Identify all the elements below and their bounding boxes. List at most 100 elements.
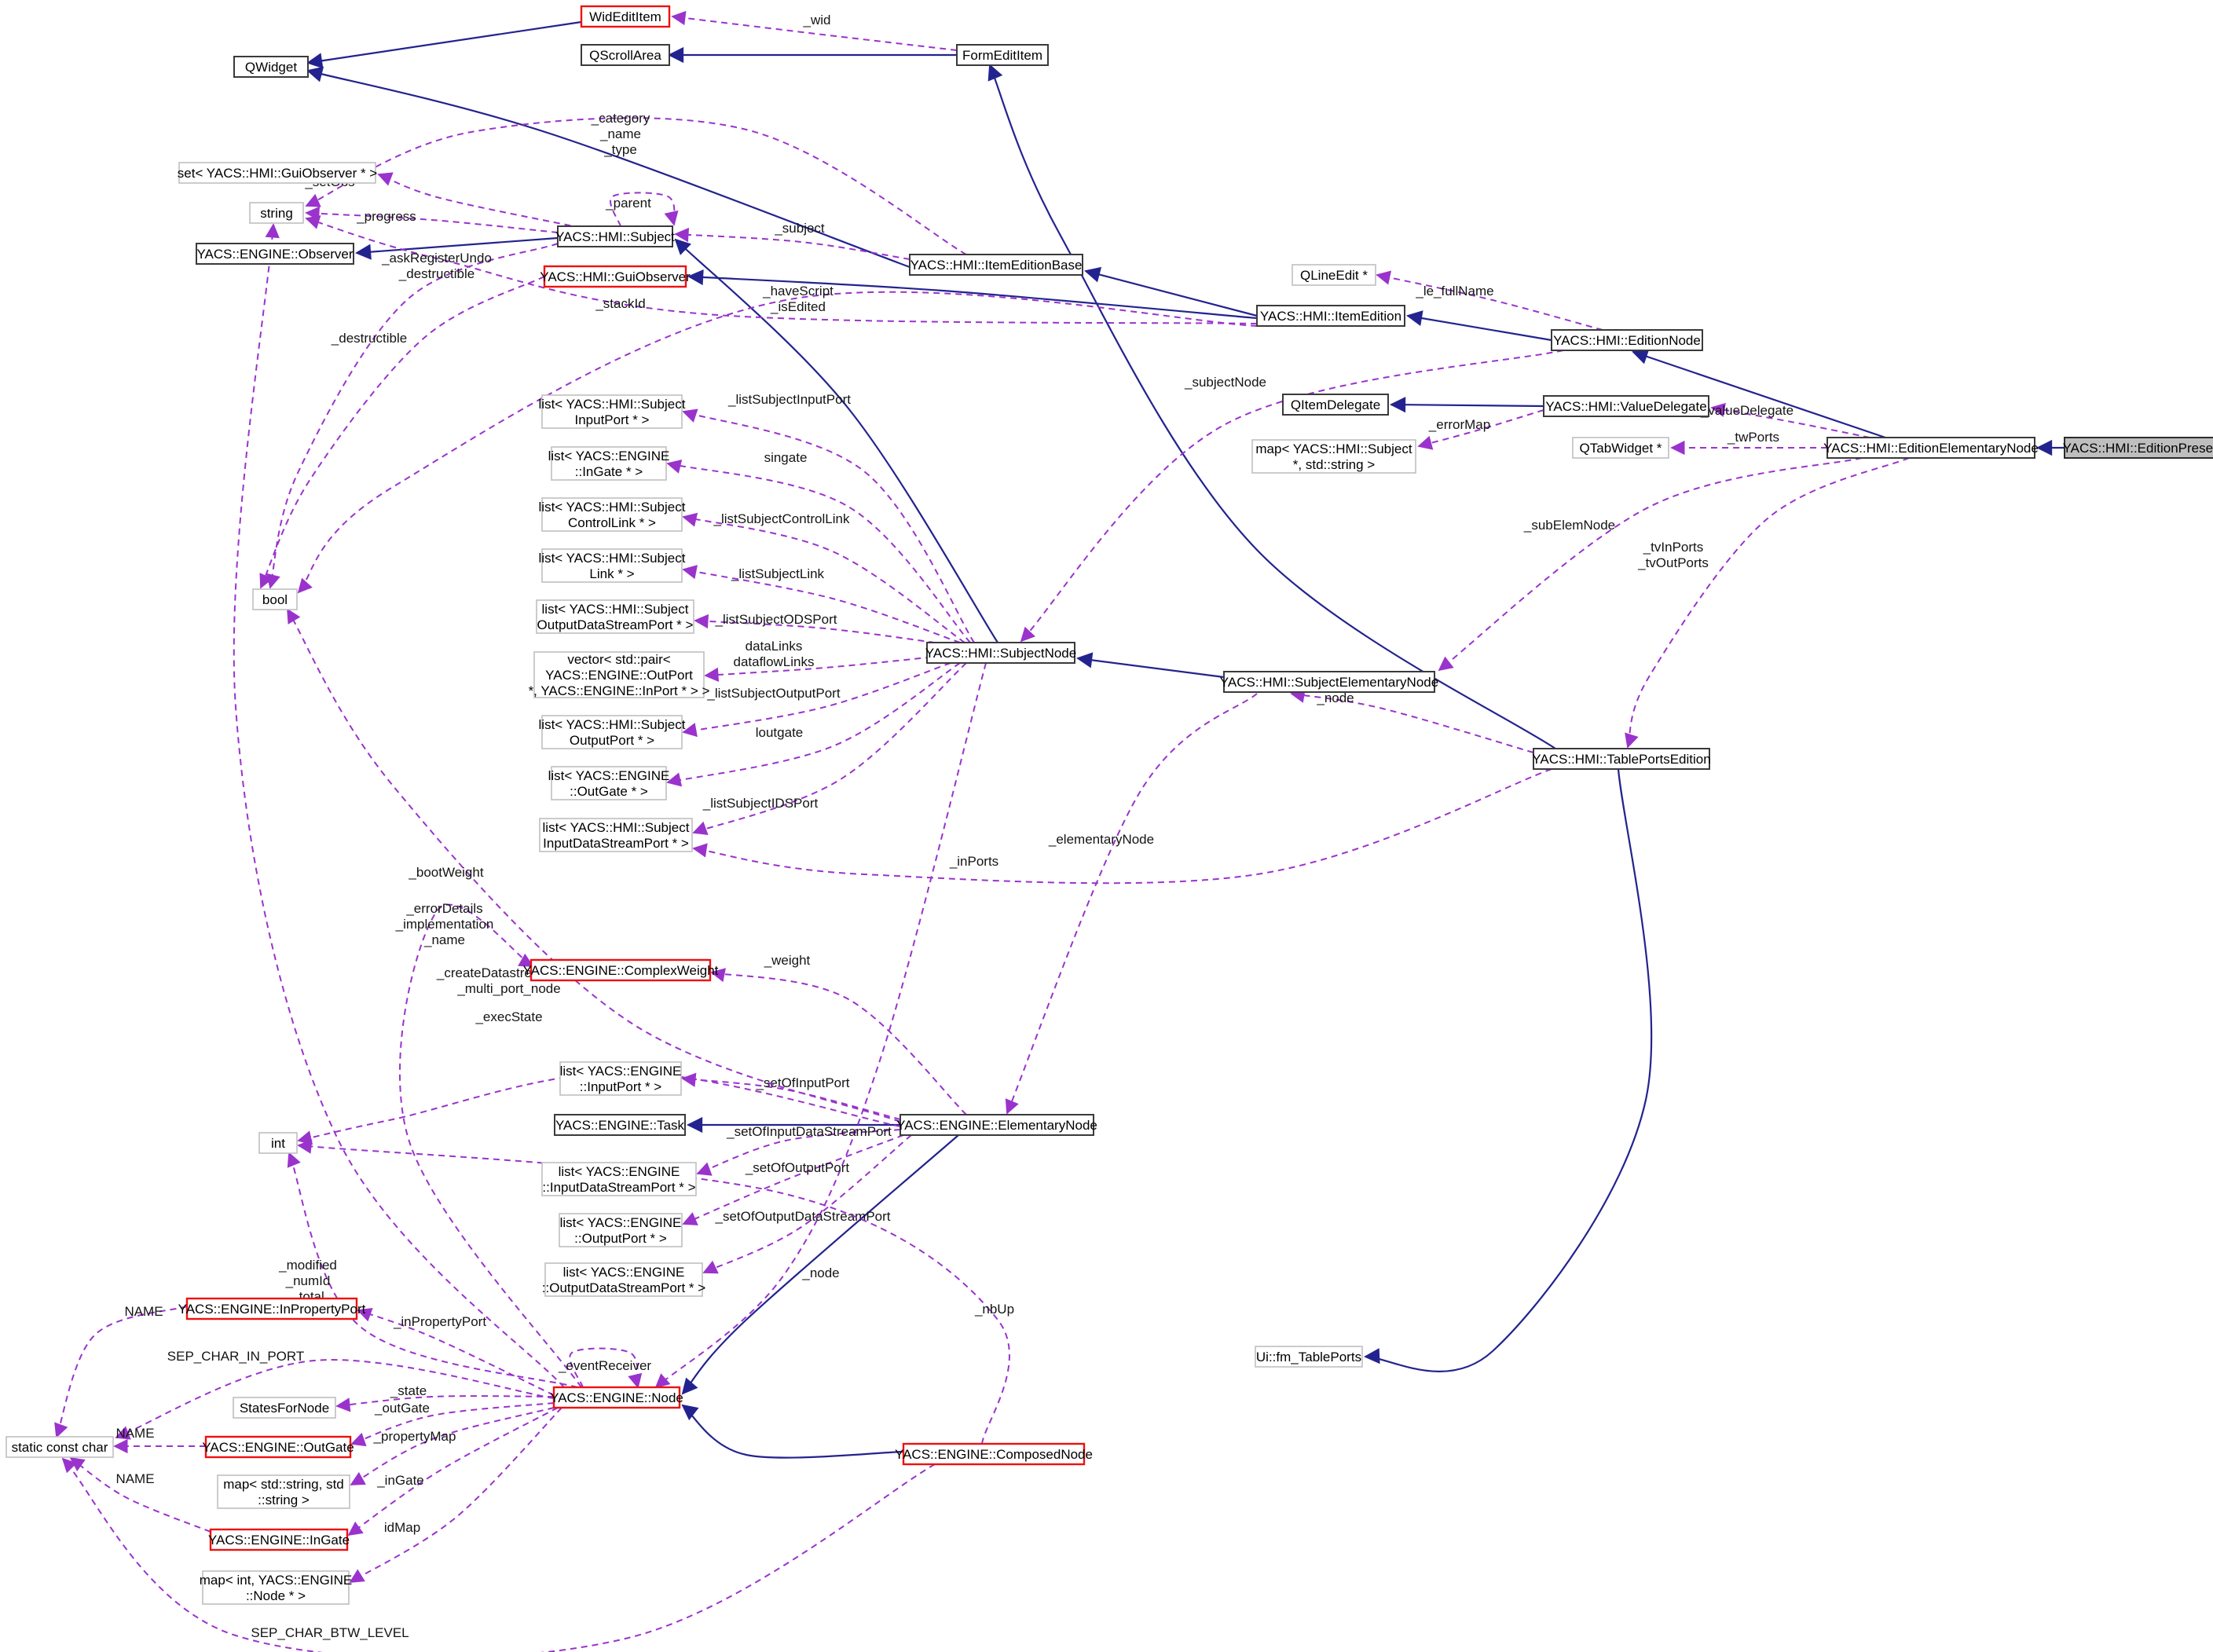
class-box-map_int_node[interactable] — [202, 1570, 350, 1605]
class-node-formedititem[interactable]: FormEditItem — [956, 44, 1049, 66]
class-box-node[interactable] — [552, 1386, 681, 1409]
class-box-guiobserver[interactable] — [543, 265, 687, 288]
class-node-observer[interactable]: YACS::ENGINE::Observer — [196, 243, 354, 265]
class-box-elementarynode[interactable] — [899, 1114, 1094, 1136]
class-node-l_e_outport[interactable]: list< YACS::ENGINE::OutputPort * > — [559, 1213, 683, 1247]
class-box-l_subj_inport[interactable] — [541, 394, 683, 429]
class-box-editionnode[interactable] — [1551, 329, 1703, 351]
class-node-subject[interactable]: YACS::HMI::Subject — [555, 225, 675, 247]
class-node-guiobserver[interactable]: YACS::HMI::GuiObserver — [540, 265, 691, 288]
class-box-tableports[interactable] — [1533, 748, 1710, 770]
class-node-ingate[interactable]: YACS::ENGINE::InGate — [208, 1528, 350, 1551]
class-node-set_guiobs[interactable]: set< YACS::HMI::GuiObserver * > — [178, 162, 378, 184]
class-box-l_outport[interactable] — [541, 715, 683, 749]
class-node-subjectnode[interactable]: YACS::HMI::SubjectNode — [925, 642, 1076, 664]
class-node-l_odstream[interactable]: list< YACS::ENGINE::OutputDataStreamPort… — [542, 1262, 705, 1297]
class-node-epresetnode[interactable]: YACS::HMI::EditionPresetNode — [2063, 437, 2213, 459]
class-node-l_idstream[interactable]: list< YACS::ENGINE::InputDataStreamPort … — [541, 1162, 697, 1196]
class-node-subjelemnode[interactable]: YACS::HMI::SubjectElementaryNode — [1220, 671, 1438, 693]
class-node-composednode[interactable]: YACS::ENGINE::ComposedNode — [895, 1442, 1093, 1466]
class-node-l_e_inport[interactable]: list< YACS::ENGINE::InputPort * > — [559, 1061, 682, 1096]
class-node-widedititem[interactable]: WidEditItem — [580, 5, 671, 28]
class-node-outgate[interactable]: YACS::ENGINE::OutGate — [202, 1435, 354, 1459]
class-node-v_pair[interactable]: vector< std::pair<YACS::ENGINE::OutPort*… — [529, 651, 710, 698]
class-node-map_str_str[interactable]: map< std::string, std::string > — [217, 1474, 350, 1509]
class-node-qlineedit[interactable]: QLineEdit * — [1292, 264, 1376, 286]
class-node-string[interactable]: string — [249, 202, 304, 224]
class-box-qitemdelegate[interactable] — [1282, 394, 1389, 416]
class-node-map_subj_str[interactable]: map< YACS::HMI::Subject*, std::string > — [1251, 439, 1416, 474]
class-node-valuedelegate[interactable]: YACS::HMI::ValueDelegate — [1543, 395, 1709, 417]
class-box-map_subj_str[interactable] — [1251, 439, 1416, 474]
class-node-edelemnode[interactable]: YACS::HMI::EditionElementaryNode — [1823, 437, 2039, 459]
class-node-inpropertyport[interactable]: YACS::ENGINE::InPropertyPort — [178, 1297, 366, 1321]
class-node-qitemdelegate[interactable]: QItemDelegate — [1282, 394, 1389, 416]
class-node-qwidget[interactable]: QWidget — [233, 56, 309, 78]
class-box-outgate[interactable] — [204, 1435, 352, 1459]
class-node-int[interactable]: int — [258, 1132, 298, 1154]
class-box-scc[interactable] — [5, 1436, 114, 1458]
class-node-node[interactable]: YACS::ENGINE::Node — [550, 1386, 683, 1409]
class-box-composednode[interactable] — [902, 1442, 1086, 1466]
class-node-statesfornode[interactable]: StatesForNode — [233, 1397, 336, 1419]
class-box-formedititem[interactable] — [956, 44, 1049, 66]
class-box-complexweight[interactable] — [529, 958, 712, 982]
class-node-task[interactable]: YACS::ENGINE::Task — [554, 1114, 686, 1136]
class-box-task[interactable] — [554, 1114, 686, 1136]
class-box-subjectnode[interactable] — [926, 642, 1075, 664]
class-box-string[interactable] — [249, 202, 304, 224]
class-node-qtabwidget[interactable]: QTabWidget * — [1572, 437, 1669, 459]
class-box-v_pair[interactable] — [533, 651, 705, 698]
class-node-map_int_node[interactable]: map< int, YACS::ENGINE::Node * > — [200, 1570, 352, 1605]
class-box-inpropertyport[interactable] — [185, 1297, 358, 1321]
class-box-itemeditionbase[interactable] — [909, 254, 1083, 276]
class-node-editionnode[interactable]: YACS::HMI::EditionNode — [1551, 329, 1703, 351]
class-box-epresetnode[interactable] — [2064, 437, 2213, 459]
class-node-l_outgate[interactable]: list< YACS::ENGINE::OutGate * > — [548, 766, 670, 800]
class-box-l_e_inport[interactable] — [559, 1061, 682, 1096]
class-box-observer[interactable] — [196, 243, 354, 265]
class-node-complexweight[interactable]: YACS::ENGINE::ComplexWeight — [523, 958, 719, 982]
class-box-qscrollarea[interactable] — [581, 44, 670, 66]
class-box-l_link[interactable] — [541, 548, 683, 583]
class-box-l_odstream[interactable] — [544, 1262, 703, 1297]
class-node-itemeditionbase[interactable]: YACS::HMI::ItemEditionBase — [909, 254, 1083, 276]
class-box-l_idstream[interactable] — [541, 1162, 697, 1196]
class-box-int[interactable] — [258, 1132, 298, 1154]
class-box-qwidget[interactable] — [233, 56, 309, 78]
class-box-bool[interactable] — [252, 588, 298, 610]
class-box-valuedelegate[interactable] — [1543, 395, 1709, 417]
class-box-set_guiobs[interactable] — [178, 162, 376, 184]
class-node-tableports[interactable]: YACS::HMI::TablePortsEdition — [1532, 748, 1711, 770]
class-node-qscrollarea[interactable]: QScrollArea — [581, 44, 670, 66]
class-box-l_ingate[interactable] — [551, 446, 667, 481]
class-box-ui_fm[interactable] — [1255, 1346, 1363, 1368]
class-box-l_outgate[interactable] — [551, 766, 667, 800]
class-node-elementarynode[interactable]: YACS::ENGINE::ElementaryNode — [896, 1114, 1097, 1136]
class-node-scc[interactable]: static const char — [5, 1436, 114, 1458]
class-box-edelemnode[interactable] — [1826, 437, 2035, 459]
class-box-itemedition[interactable] — [1256, 305, 1405, 327]
class-node-bool[interactable]: bool — [252, 588, 298, 610]
class-box-ingate[interactable] — [209, 1528, 349, 1551]
class-box-map_str_str[interactable] — [217, 1474, 350, 1509]
class-box-subjelemnode[interactable] — [1223, 671, 1435, 693]
class-box-statesfornode[interactable] — [233, 1397, 336, 1419]
class-box-subject[interactable] — [557, 225, 673, 247]
class-node-l_ingate[interactable]: list< YACS::ENGINE::InGate * > — [548, 446, 670, 481]
class-node-itemedition[interactable]: YACS::HMI::ItemEdition — [1256, 305, 1405, 327]
class-box-l_idsport[interactable] — [539, 818, 693, 852]
class-box-widedititem[interactable] — [580, 5, 671, 28]
class-box-l_odsport[interactable] — [536, 599, 694, 634]
class-box-qlineedit[interactable] — [1292, 264, 1376, 286]
class-box-l_ctrllink[interactable] — [541, 497, 683, 532]
class-box-qtabwidget[interactable] — [1572, 437, 1669, 459]
class-node-ui_fm[interactable]: Ui::fm_TablePorts — [1255, 1346, 1363, 1368]
class-box-l_e_outport[interactable] — [559, 1213, 683, 1247]
